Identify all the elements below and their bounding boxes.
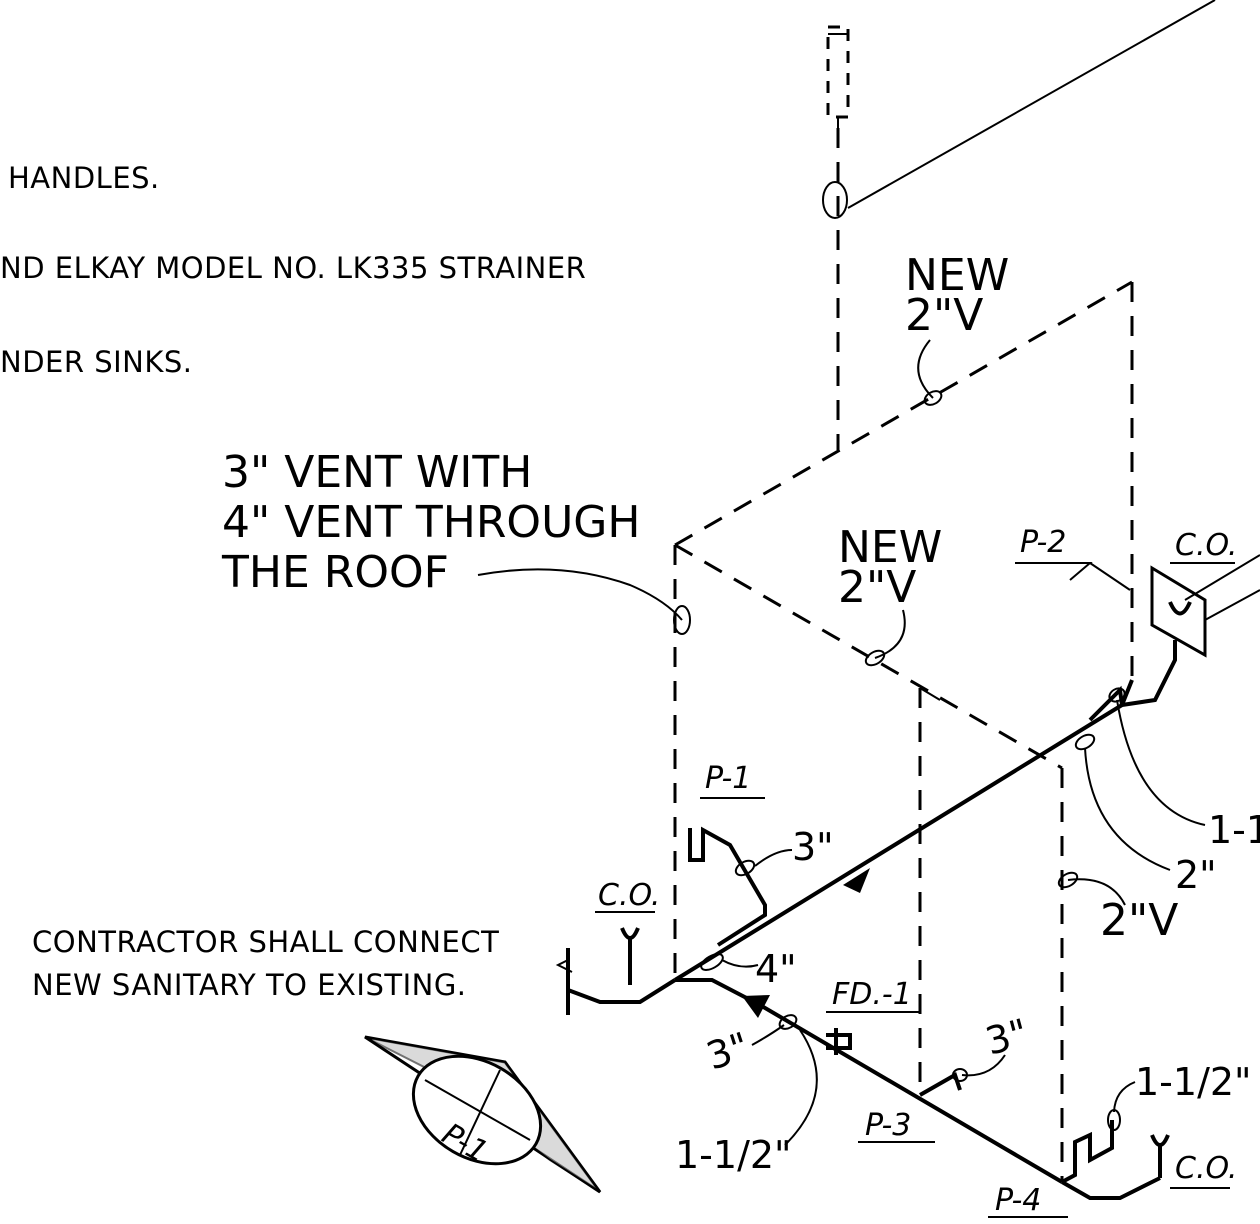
- svg-text:P-4: P-4: [995, 1183, 1041, 1218]
- contractor-note: CONTRACTOR SHALL CONNECT NEW SANITARY TO…: [32, 925, 499, 1002]
- svg-text:FD.-1: FD.-1: [832, 977, 912, 1012]
- svg-text:P-1: P-1: [705, 761, 751, 796]
- svg-text:1-1: 1-1: [1208, 808, 1260, 852]
- svg-text:C.O.: C.O.: [1175, 528, 1237, 563]
- svg-text:NEW: NEW: [905, 250, 1009, 301]
- svg-text:THE ROOF: THE ROOF: [221, 547, 449, 598]
- svg-text:1-1/2": 1-1/2": [675, 1133, 792, 1177]
- vent-label-right: 2"V: [1067, 878, 1178, 946]
- marker-p1-branch: [734, 859, 756, 877]
- tag-fd1: FD.-1: [826, 977, 920, 1013]
- note-line-2: ND ELKAY MODEL NO. LK335 STRAINER: [0, 251, 586, 285]
- svg-text:C.O.: C.O.: [598, 878, 660, 913]
- svg-text:P-2: P-2: [1020, 525, 1066, 560]
- note-line-1: HANDLES.: [8, 161, 160, 195]
- general-notes: HANDLES. ND ELKAY MODEL NO. LK335 STRAIN…: [0, 161, 586, 379]
- tag-co-top-right: C.O.: [1150, 528, 1260, 658]
- vent-riser-marker: [822, 181, 848, 219]
- tag-co-left: C.O.: [595, 878, 660, 913]
- tag-p4: P-4: [988, 1183, 1068, 1218]
- vent-label-upper: NEW 2"V: [905, 250, 1009, 399]
- sanitary-piping: [555, 640, 1177, 1200]
- section-symbol: P-1: [364, 1035, 602, 1194]
- note-line-3: NDER SINKS.: [0, 345, 193, 379]
- marker-right-small: [1108, 687, 1126, 703]
- svg-text:CONTRACTOR SHALL CONNECT: CONTRACTOR SHALL CONNECT: [32, 925, 499, 959]
- vent-marker-right: [1057, 871, 1079, 889]
- vent-label-middle: NEW 2"V: [838, 522, 942, 659]
- svg-text:P-3: P-3: [865, 1108, 911, 1143]
- vent-marker-upper: [923, 390, 943, 406]
- roof-vent-cap: [826, 25, 850, 128]
- svg-text:NEW SANITARY TO EXISTING.: NEW SANITARY TO EXISTING.: [32, 968, 467, 1002]
- svg-text:2"V: 2"V: [905, 290, 983, 341]
- tag-co-bottom-right: C.O.: [1170, 1151, 1237, 1189]
- vent-marker-left: [673, 605, 691, 635]
- vent-callout: 3" VENT WITH 4" VENT THROUGH THE ROOF: [221, 447, 683, 621]
- marker-main-left: [700, 953, 724, 971]
- flow-arrow-lower: [742, 995, 770, 1018]
- svg-text:C.O.: C.O.: [1175, 1151, 1237, 1186]
- svg-text:2": 2": [1175, 853, 1217, 897]
- pipe-size-labels: 3" 4" 3" 1-1/2" 3" 2" 1-1 1-1/2": [675, 699, 1260, 1177]
- svg-text:2"V: 2"V: [1100, 895, 1178, 946]
- svg-text:NEW: NEW: [838, 522, 942, 573]
- vent-marker-middle: [864, 649, 886, 667]
- svg-text:4": 4": [755, 947, 797, 991]
- flow-arrow-main: [843, 868, 870, 893]
- svg-text:3": 3": [792, 825, 834, 869]
- svg-text:3" VENT WITH: 3" VENT WITH: [222, 447, 532, 498]
- leader-upper-right: [847, 0, 1216, 209]
- tag-p1: P-1: [700, 761, 765, 799]
- tag-p2: P-2: [1015, 525, 1131, 591]
- svg-text:3": 3": [981, 1010, 1033, 1063]
- svg-text:1-1/2": 1-1/2": [1135, 1060, 1252, 1104]
- marker-right-2in: [1074, 733, 1096, 751]
- tag-p3: P-3: [858, 1108, 935, 1143]
- svg-text:4" VENT THROUGH: 4" VENT THROUGH: [222, 497, 640, 548]
- svg-text:3": 3": [701, 1024, 754, 1079]
- svg-text:2"V: 2"V: [838, 562, 916, 613]
